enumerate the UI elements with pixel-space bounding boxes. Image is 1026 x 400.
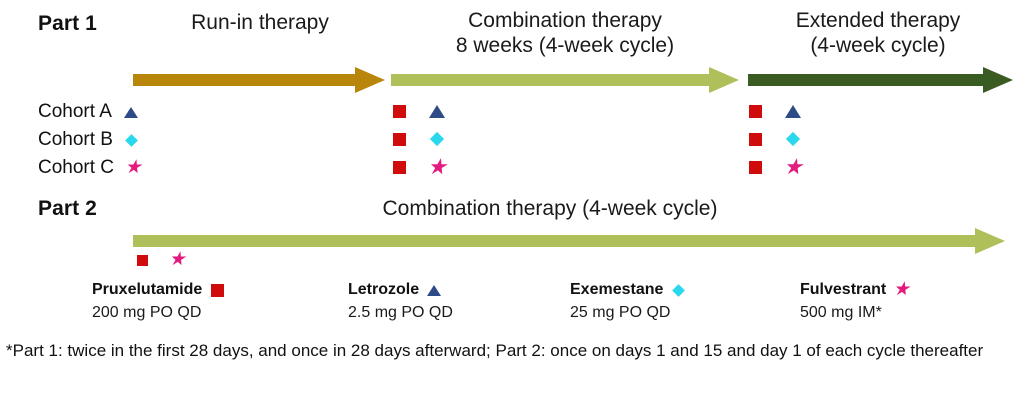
drug-legend-letrozole: Letrozole 2.5 mg PO QD (348, 281, 453, 322)
star-icon: ★ (168, 249, 186, 270)
triangle-icon (428, 103, 446, 119)
part-2-markers: ★ (133, 249, 186, 270)
part-1-label: Part 1 (38, 12, 97, 35)
triangle-icon (784, 103, 802, 119)
cohort-row-c: Cohort C ★ (38, 157, 142, 179)
star-icon: ★ (892, 279, 910, 300)
drug-legend-exemestane: Exemestane 25 mg PO QD (570, 281, 687, 322)
star-icon: ★ (427, 154, 447, 179)
triangle-icon (425, 282, 443, 298)
cohort-c-extended-markers: ★ (746, 154, 803, 179)
part-2-label: Part 2 (38, 197, 97, 220)
cohort-b-combination-markers (390, 131, 446, 147)
square-icon (746, 103, 764, 119)
square-icon (208, 282, 226, 298)
diamond-icon (784, 131, 802, 147)
cohort-row-b: Cohort B (38, 129, 141, 151)
square-icon (390, 131, 408, 147)
phase-title-combination: Combination therapy 8 weeks (4-week cycl… (455, 9, 675, 57)
diamond-icon (669, 282, 687, 298)
phase-title-run-in: Run-in therapy (191, 11, 329, 34)
square-icon (746, 131, 764, 147)
cohort-b-label: Cohort B (38, 129, 113, 150)
drug-name-row: Fulvestrant ★ (800, 279, 910, 300)
cohort-b-extended-markers (746, 131, 802, 147)
run-in-therapy-arrow (133, 66, 385, 94)
star-icon: ★ (783, 154, 803, 179)
square-icon (746, 159, 764, 175)
cohort-c-label: Cohort C (38, 157, 115, 178)
part-2-title: Combination therapy (4-week cycle) (382, 197, 718, 220)
phase-title-extended: Extended therapy (4-week cycle) (795, 9, 961, 57)
drug-name-row: Pruxelutamide (92, 281, 226, 299)
cohort-row-a: Cohort A (38, 101, 140, 123)
star-icon: ★ (124, 157, 142, 178)
drug-name: Pruxelutamide (92, 281, 203, 298)
drug-name: Exemestane (570, 281, 664, 298)
extended-therapy-arrow (748, 66, 1013, 94)
part-2-combination-arrow (133, 228, 1005, 254)
diamond-icon (123, 132, 141, 148)
drug-dose: 200 mg PO QD (92, 304, 202, 321)
drug-dose: 500 mg IM* (800, 304, 882, 321)
drug-name-row: Letrozole (348, 281, 453, 299)
cohort-c-combination-markers: ★ (390, 154, 447, 179)
cohort-a-combination-markers (390, 103, 446, 119)
drug-dose: 2.5 mg PO QD (348, 304, 453, 321)
footnote: *Part 1: twice in the first 28 days, and… (6, 341, 984, 360)
drug-dose: 25 mg PO QD (570, 304, 671, 321)
square-icon (133, 252, 151, 268)
drug-name: Fulvestrant (800, 281, 887, 298)
drug-legend-pruxelutamide: Pruxelutamide 200 mg PO QD (92, 281, 226, 322)
drug-name: Letrozole (348, 281, 420, 298)
drug-name-row: Exemestane (570, 281, 687, 299)
square-icon (390, 159, 408, 175)
square-icon (390, 103, 408, 119)
drug-legend-fulvestrant: Fulvestrant ★ 500 mg IM* (800, 279, 910, 322)
cohort-a-label: Cohort A (38, 101, 112, 122)
triangle-icon (122, 104, 140, 120)
diamond-icon (428, 131, 446, 147)
cohort-a-extended-markers (746, 103, 802, 119)
combination-therapy-arrow (391, 66, 739, 94)
